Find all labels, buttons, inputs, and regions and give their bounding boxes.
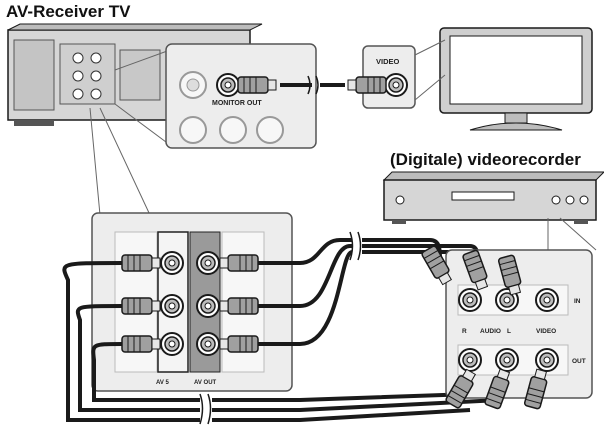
panel-av-label: AV 5 [156, 380, 170, 386]
recorder-l-label: L [507, 328, 511, 335]
recorder-heading: (Digitale) videorecorder [390, 150, 581, 169]
recorder-in-label: IN [574, 298, 581, 305]
receiver-heading: AV-Receiver TV [6, 2, 131, 21]
lower-callout-line-left [89, 107, 101, 216]
video-recorder [382, 171, 604, 224]
video-cable-tv [280, 75, 387, 95]
lower-callout-line-right [99, 107, 151, 216]
monitor-out-label: MONITOR OUT [212, 100, 262, 107]
tv-video-jack [384, 73, 408, 97]
tv-video-label: VIDEO [376, 57, 400, 66]
recorder-video-label: VIDEO [536, 328, 556, 335]
monitor-out-jack [216, 73, 240, 97]
recorder-r-label: R [462, 328, 467, 335]
tv-set [439, 27, 593, 131]
cable-breaks [199, 231, 362, 425]
recorder-audio-label: AUDIO [480, 328, 501, 335]
monitor-out-callout: MONITOR OUT [114, 43, 317, 149]
panel-out-label: AV OUT [194, 380, 217, 386]
recorder-out-label: OUT [572, 358, 586, 365]
tv-video-callout: VIDEO [362, 39, 446, 109]
